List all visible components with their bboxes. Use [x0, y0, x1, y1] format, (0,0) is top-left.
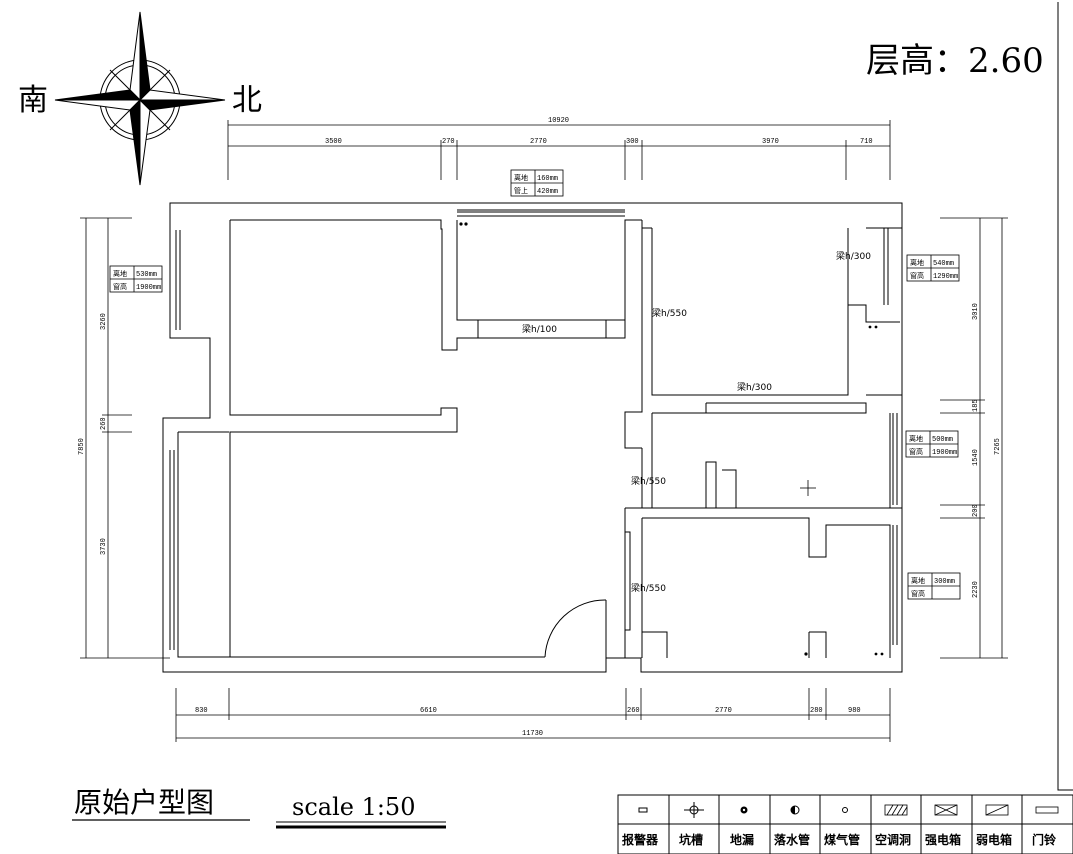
dim-bottom-seg-1: 830 — [195, 707, 208, 715]
dim-bottom-seg-2: 6610 — [420, 707, 437, 715]
legend-label-gas-pipe: 煤气管 — [824, 832, 860, 847]
floor-drain-markers — [459, 222, 884, 656]
beam-label-2: 梁h/550 — [652, 307, 687, 319]
legend-label-power-box: 强电箱 — [925, 832, 961, 847]
network-box-icon — [985, 804, 1009, 816]
dim-left-total: 7850 — [78, 438, 86, 455]
downpipe-icon — [790, 805, 800, 815]
info-box-5-k2: 窗高 — [911, 589, 925, 599]
beam-label-3: 梁h/300 — [836, 250, 871, 262]
info-box-1-k1: 离地 — [514, 173, 528, 183]
compass-south-label: 南 — [18, 83, 48, 118]
dim-top-seg-6: 710 — [860, 138, 873, 146]
right-dimension-lines — [940, 217, 1008, 659]
legend-label-floor-drain: 地漏 — [730, 832, 754, 847]
dim-bottom-total: 11730 — [522, 730, 543, 738]
beam-label-5: 梁h/550 — [631, 475, 666, 487]
page-frame — [1057, 2, 1073, 791]
info-box-3-v2: 1290mm — [933, 273, 958, 281]
info-box-1-k2: 管上 — [514, 186, 528, 196]
info-box-1-v1: 160mm — [537, 175, 558, 183]
info-box-2-k1: 离地 — [113, 269, 127, 279]
dim-right-seg-1: 3010 — [972, 303, 980, 320]
compass-rose — [54, 11, 226, 186]
info-box-2-v1: 530mm — [136, 271, 157, 279]
info-box-2-k2: 窗高 — [113, 282, 127, 292]
door-swing — [544, 599, 607, 658]
floor-height-label: 层高：2.60 — [866, 41, 1044, 81]
floor-drain-icon — [740, 806, 748, 814]
info-box-1-v2: 420mm — [537, 188, 558, 196]
legend-label-ac-hole: 空调洞 — [875, 832, 911, 847]
dim-left-seg-3: 3730 — [100, 538, 108, 555]
info-box-2: 离地 530mm 窗高 1900mm — [109, 265, 163, 293]
bottom-dimension-lines — [175, 688, 891, 742]
ac-hole-icon — [884, 804, 908, 816]
info-box-4-v1: 500mm — [932, 436, 953, 444]
info-box-5: 离地 300mm 窗高 — [907, 572, 961, 600]
dim-top-seg-3: 2770 — [530, 138, 547, 146]
gas-pipe-icon — [842, 807, 848, 813]
doorbell-icon — [1035, 806, 1059, 814]
beam-label-4: 梁h/300 — [737, 381, 772, 393]
dim-bottom-seg-4: 2770 — [715, 707, 732, 715]
legend-label-pit: 坑槽 — [679, 832, 703, 847]
info-box-3-v1: 540mm — [933, 260, 954, 268]
dim-top-seg-2: 270 — [442, 138, 455, 146]
dim-right-seg-3: 1540 — [972, 449, 980, 466]
compass-north-label: 北 — [232, 83, 262, 118]
info-box-3-k1: 离地 — [910, 258, 924, 268]
dim-right-total: 7265 — [994, 438, 1002, 455]
dim-left-seg-1: 3260 — [100, 313, 108, 330]
beam-label-1: 梁h/100 — [522, 323, 557, 335]
pit-marker — [800, 480, 816, 496]
dim-right-seg-4: 200 — [972, 504, 980, 517]
legend-label-network-box: 弱电箱 — [976, 832, 1012, 847]
info-box-5-k1: 离地 — [911, 576, 925, 586]
top-dimension-lines — [227, 120, 891, 180]
legend-table — [617, 794, 1073, 854]
info-box-5-v1: 300mm — [934, 578, 955, 586]
legend-label-doorbell: 门铃 — [1032, 832, 1057, 847]
dim-top-seg-1: 3500 — [325, 138, 342, 146]
info-box-3: 离地 540mm 窗高 1290mm — [906, 254, 960, 282]
info-box-1: 离地 160mm 管上 420mm — [510, 169, 564, 197]
left-dimension-lines — [80, 217, 170, 659]
dim-right-seg-2: 185 — [972, 399, 980, 412]
dim-top-seg-5: 3970 — [762, 138, 779, 146]
drawing-title: 原始户型图 — [74, 786, 214, 819]
legend-label-downpipe: 落水管 — [774, 832, 810, 847]
power-box-icon — [934, 804, 958, 816]
info-box-3-k2: 窗高 — [910, 271, 924, 281]
dim-bottom-seg-5: 280 — [810, 707, 823, 715]
beam-label-6: 梁h/550 — [631, 582, 666, 594]
walls — [162, 202, 903, 673]
info-box-2-v2: 1900mm — [136, 284, 161, 292]
dim-bottom-seg-3: 260 — [627, 707, 640, 715]
dim-top-seg-4: 300 — [626, 138, 639, 146]
alarm-icon — [638, 807, 648, 813]
info-box-4-v2: 1900mm — [932, 449, 957, 457]
dim-top-total: 10920 — [548, 117, 569, 125]
pit-icon — [684, 802, 704, 818]
info-box-4-k2: 窗高 — [909, 447, 923, 457]
drawing-scale: scale 1:50 — [292, 793, 415, 821]
dim-left-seg-2: 260 — [100, 417, 108, 430]
info-box-4-k1: 离地 — [909, 434, 923, 444]
info-box-4: 离地 500mm 窗高 1900mm — [905, 430, 959, 458]
legend-label-alarm: 报警器 — [622, 832, 659, 847]
dim-right-seg-5: 2230 — [972, 581, 980, 598]
dim-bottom-seg-6: 980 — [848, 707, 861, 715]
